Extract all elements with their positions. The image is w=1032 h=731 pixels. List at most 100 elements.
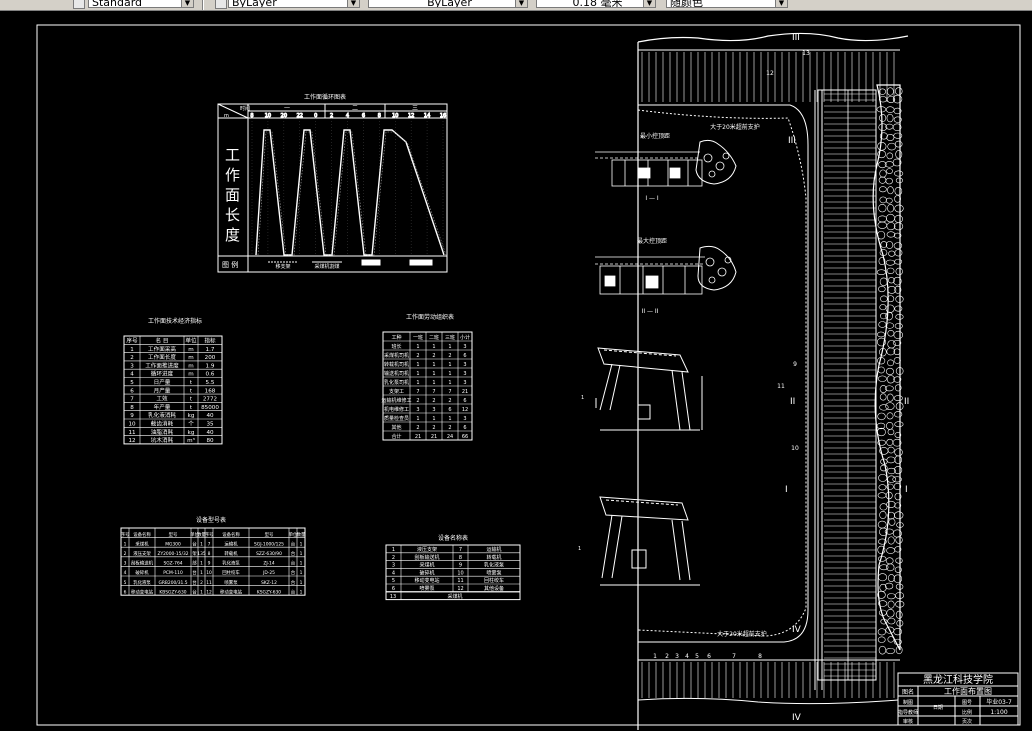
table-cell: 12: [457, 586, 463, 592]
vertical-label-1: 工: [225, 146, 240, 164]
shift-label-2: 二: [352, 105, 358, 112]
table-cell: 采煤机: [419, 562, 434, 569]
table-cell: 回柱绞车: [484, 577, 504, 584]
rubble-stone: [887, 393, 894, 402]
rubble-stone: [880, 464, 888, 472]
table-cell: SGZ-764: [163, 561, 182, 567]
layer-select[interactable]: ByLayer▼: [228, 0, 360, 8]
table-cell: 工作面采高: [148, 345, 176, 353]
section-mark-i-right: I: [905, 485, 908, 495]
table-cell: 2: [416, 353, 419, 359]
chevron-down-icon[interactable]: ▼: [775, 0, 787, 7]
drawing-number: 毕业03-7: [986, 698, 1012, 706]
table-cell: 8: [130, 405, 134, 411]
section-mark-iii-bottom: III: [788, 136, 796, 146]
table-cell: m: [188, 363, 193, 369]
table-cell: 采煤机: [135, 540, 149, 547]
table-cell: 1: [200, 561, 203, 567]
table-cell: 3: [432, 407, 435, 413]
table-cell: 台: [192, 588, 197, 595]
rubble-stone: [894, 546, 902, 553]
table-cell: 8: [459, 555, 462, 561]
table-cell: PCM-110: [163, 570, 183, 576]
text-style-select[interactable]: Standard▼: [88, 0, 194, 8]
rubble-stone: [886, 87, 894, 96]
table-header-cell: 指标: [204, 337, 216, 345]
hour-tick-label: 10: [265, 113, 271, 119]
rubble-stone: [878, 573, 888, 582]
table-cell: 2: [448, 398, 451, 404]
rubble-stone: [887, 446, 895, 454]
rubble-stone: [877, 439, 886, 446]
table-cell: 架: [192, 551, 197, 557]
rubble-stone: [888, 518, 896, 526]
table-cell: m³: [187, 437, 195, 444]
rubble-stone: [885, 647, 896, 654]
rubble-stone: [879, 564, 889, 571]
rubble-stone: [877, 366, 885, 374]
plan-hatch-top: [641, 52, 895, 698]
rubble-stone: [888, 250, 896, 257]
layer-icon[interactable]: [215, 0, 227, 9]
rubble-stone: [885, 241, 894, 249]
hour-tick-label: 4: [346, 113, 349, 119]
table-cell: 7: [459, 547, 462, 553]
table-cell: 运输机维修工: [381, 397, 411, 404]
rubble-stone: [894, 384, 902, 392]
table-cell: 2: [432, 425, 435, 431]
table-cell: 日产量: [154, 378, 171, 386]
rubble-stone: [887, 600, 895, 609]
table-border: [385, 591, 521, 601]
rubble-stone: [879, 404, 889, 411]
chevron-down-icon[interactable]: ▼: [643, 0, 655, 7]
table-cell: 1: [432, 416, 435, 422]
table-cell: 月产量: [154, 386, 171, 394]
table-cell: 1: [200, 541, 203, 547]
rubble-stone: [895, 536, 903, 544]
rubble-stone: [879, 249, 888, 256]
hour-tick-label: 0: [314, 113, 317, 119]
table-cell: 台: [291, 550, 296, 557]
rubble-stone: [886, 152, 894, 160]
plot-style-select[interactable]: 随颜色▼: [666, 0, 788, 8]
rubble-stone: [887, 277, 895, 284]
table-cell: 喷雾泵: [224, 579, 238, 586]
chevron-down-icon[interactable]: ▼: [181, 0, 193, 7]
table-cell: 合计: [391, 433, 401, 440]
callout-number: 12: [766, 70, 774, 77]
rubble-stone: [877, 412, 886, 421]
text-style-icon[interactable]: [73, 0, 85, 9]
linetype-select[interactable]: ByLayer▼: [368, 0, 528, 8]
table-cell: 机电维修工: [384, 406, 409, 413]
table-cell: 3: [463, 416, 466, 422]
rubble-stone: [895, 367, 904, 375]
table-header-cell: 数量: [297, 531, 306, 538]
rubble-stone: [886, 483, 894, 490]
chevron-down-icon[interactable]: ▼: [347, 0, 359, 7]
table-cell: 66: [462, 434, 468, 440]
rubble-stone: [878, 257, 886, 265]
properties-toolbar: Standard▼ ByLayer▼ ByLayer▼ 0.18 毫米▼ 随颜色…: [0, 0, 1032, 11]
chevron-down-icon[interactable]: ▼: [515, 0, 527, 7]
hour-tick-label: 2: [330, 113, 333, 119]
table-cell: 1: [200, 570, 203, 576]
rubble-stone: [886, 609, 895, 618]
rubble-stone: [894, 258, 903, 265]
rubble-stone: [877, 591, 886, 599]
table-header-cell: 一班: [413, 334, 423, 341]
hour-tick-label: 20: [281, 113, 287, 119]
table-header-cell: 序号: [126, 337, 138, 345]
rubble-stone: [887, 467, 896, 475]
lineweight-select[interactable]: 0.18 毫米▼: [536, 0, 656, 8]
hour-tick-label: 16: [440, 113, 446, 119]
rubble-stone: [886, 421, 894, 430]
staff-table-title: 工作面劳动组织表: [406, 313, 454, 321]
table-cell: 1: [416, 371, 419, 377]
table-cell: 年产量: [154, 403, 171, 411]
table-cell: 3: [124, 561, 127, 567]
table-header-cell: 三班: [445, 334, 455, 341]
table-cell: 2: [448, 425, 451, 431]
